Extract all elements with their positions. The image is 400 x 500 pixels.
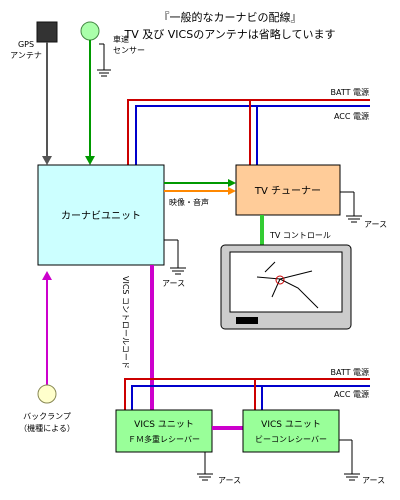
vics-beacon-unit-box: [242, 409, 340, 453]
av-signal-arrow-orange-icon: [228, 187, 236, 195]
tuner-ground-icon: [340, 191, 362, 223]
vics-fm-label-2: ＦＭ多重レシーバー: [128, 434, 200, 444]
gps-antenna-icon: [36, 21, 58, 43]
speed-sensor-label-2: センサー: [113, 46, 145, 55]
tv-control-label: TV コントロール: [269, 231, 331, 240]
earth-beacon-label: アース: [362, 476, 385, 485]
vics-fm-label-1: VICS ユニット: [134, 420, 194, 430]
earth-navi-label: アース: [162, 279, 185, 288]
gps-arrow-icon: [42, 156, 52, 165]
acc-label-bottom: ACC 電源: [334, 390, 369, 399]
earth-tuner-label: アース: [364, 220, 387, 229]
earth-fm-label: アース: [218, 476, 241, 485]
av-signal-label: 映像・音声: [169, 197, 209, 207]
fm-ground-icon: [197, 452, 213, 481]
navi-unit-label: カーナビユニット: [61, 210, 141, 222]
batt-line-bottom: [124, 378, 370, 410]
speed-arrow-icon: [85, 156, 95, 165]
av-signal-arrow-green-icon: [228, 179, 236, 187]
beacon-ground-icon: [339, 439, 360, 481]
vics-control-code-label: VICS コントロールコード: [121, 276, 130, 369]
tv-tuner-label: TV チューナー: [254, 185, 321, 197]
back-lamp-arrow-icon: [42, 271, 52, 280]
navi-unit-box: [37, 164, 165, 266]
monitor-button: [236, 317, 258, 324]
map-route-icon: [256, 261, 319, 309]
tv-tuner-box: [235, 164, 341, 216]
diagram-title: 『一般的なカーナビの配線』: [159, 10, 302, 24]
navi-ground-icon: [164, 239, 186, 275]
speed-sensor-label-1: 車速: [113, 34, 129, 44]
back-lamp-label-1: バックランプ: [23, 412, 71, 421]
back-lamp-label-2: （機種による）: [19, 423, 75, 433]
batt-label-top: BATT 電源: [330, 88, 369, 97]
batt-label-bottom: BATT 電源: [330, 368, 369, 377]
batt-line-top: [127, 99, 370, 165]
gps-antenna-label-1: GPS: [18, 40, 34, 49]
gps-antenna-label-2: アンテナ: [10, 51, 42, 60]
back-lamp-icon: [37, 384, 57, 404]
vics-beacon-label-2: ビーコンレシーバー: [255, 435, 327, 444]
vics-beacon-label-1: VICS ユニット: [261, 420, 321, 430]
vics-fm-unit-box: [115, 409, 213, 453]
acc-line-bottom: [131, 385, 370, 410]
speed-sensor-icon: [80, 21, 100, 41]
speed-sensor-ground-icon: [97, 43, 111, 77]
diagram-subtitle: TV 及び VICSのアンテナは省略しています: [124, 27, 336, 41]
acc-label-top: ACC 電源: [334, 112, 369, 121]
acc-line-top: [135, 105, 370, 165]
